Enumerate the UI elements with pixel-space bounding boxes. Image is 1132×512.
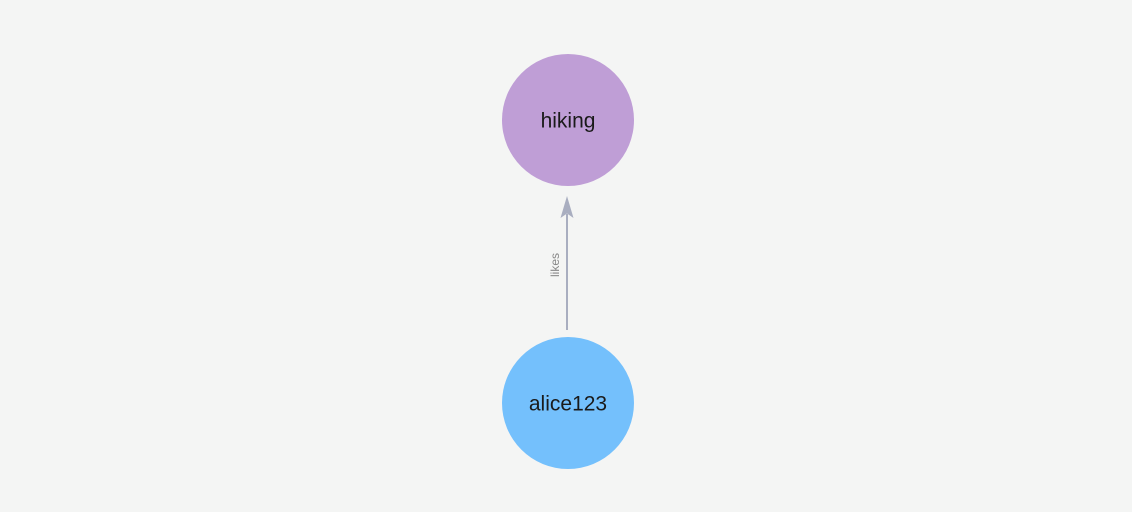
- node-label-hiking: hiking: [541, 110, 596, 133]
- edge-label-likes: likes: [548, 253, 562, 277]
- node-circle-hiking[interactable]: [502, 54, 634, 186]
- node-hiking[interactable]: hiking: [502, 54, 634, 186]
- node-label-alice123: alice123: [529, 393, 607, 416]
- arrow-head-icon: [560, 196, 574, 218]
- edge-alice123-likes-hiking[interactable]: likes: [548, 196, 574, 330]
- node-alice123[interactable]: alice123: [502, 337, 634, 469]
- node-circle-alice123[interactable]: [502, 337, 634, 469]
